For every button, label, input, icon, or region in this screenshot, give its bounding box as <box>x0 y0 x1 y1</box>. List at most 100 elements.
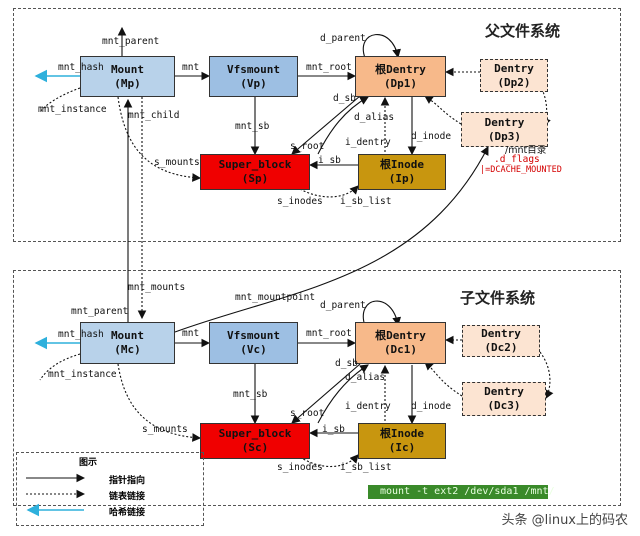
label-bot-mnt-mountpoint: mnt_mountpoint <box>235 292 316 303</box>
label-top-d-inode: d_inode <box>411 131 452 142</box>
node-dentry-dc2: Dentry (Dc2) <box>462 325 540 357</box>
edge-dp1-d-parent <box>362 34 401 59</box>
node-dc3-line1: Dentry <box>484 385 524 398</box>
edge-sc-dc1 <box>317 364 369 424</box>
label-bot-i-sb-list: i_sb_list <box>340 462 392 473</box>
label-bot-s-inodes: s_inodes <box>277 462 323 473</box>
label-bot-d-sb: d_sb <box>335 358 358 369</box>
node-dp3-line1: Dentry <box>484 115 525 129</box>
node-root-inode-ip: 根Inode (Ip) <box>358 154 446 190</box>
label-bot-d-alias: d_alias <box>345 372 386 383</box>
node-sc-line1: Super_block <box>218 427 292 440</box>
node-root-dentry-dp1: 根Dentry (Dp1) <box>355 56 446 97</box>
mount-command-banner: mount -t ext2 /dev/sda1 /mnt/ <box>368 485 555 499</box>
edge-dp3-dp1 <box>424 95 462 125</box>
edge-dp1-sp <box>291 95 361 155</box>
node-sc-line2: (Sc) <box>241 441 269 454</box>
label-top-mnt: mnt <box>182 62 200 73</box>
label-top-i-sb-list: i_sb_list <box>340 196 392 207</box>
node-dentry-dp2: Dentry (Dp2) <box>480 59 548 92</box>
node-super-block-sp: Super_block (Sp) <box>200 154 310 190</box>
node-ic-line1: 根Inode <box>379 427 425 440</box>
label-bot-mnt-mounts: mnt_mounts <box>128 282 186 293</box>
parent-fs-region <box>13 8 621 242</box>
label-top-d-alias: d_alias <box>354 112 395 123</box>
legend-title: 图示 <box>79 458 98 468</box>
label-bot-s-root: s_root <box>290 408 325 419</box>
legend-list-label: 链表链接 <box>109 492 146 502</box>
label-bot-mnt-root: mnt_root <box>306 328 352 339</box>
legend-pointer-label: 指针指向 <box>109 476 146 486</box>
label-bot-d-inode: d_inode <box>411 401 452 412</box>
node-vc-line2: (Vc) <box>240 343 267 356</box>
child-fs-title: 子文件系统 <box>460 289 536 307</box>
node-mp-line2: (Mp) <box>114 76 141 90</box>
label-top-s-mounts: s_mounts <box>154 157 200 168</box>
label-bot-i-sb: i_sb <box>322 424 345 435</box>
label-bot-mnt-hash: mnt_hash <box>58 329 104 340</box>
edge-sp-ip-list <box>299 185 359 198</box>
node-mp-line1: Mount <box>110 62 145 76</box>
node-mount-mp: Mount (Mp) <box>80 56 175 97</box>
node-root-dentry-dc1: 根Dentry (Dc1) <box>355 322 446 364</box>
node-dc1-line2: (Dc1) <box>383 343 418 356</box>
label-top-mnt-hash: mnt_hash <box>58 62 104 73</box>
node-dp2-line1: Dentry <box>494 61 534 75</box>
edge-mp-s-mounts <box>117 96 202 182</box>
node-vfsmount-vc: Vfsmount (Vc) <box>209 322 298 364</box>
node-dc2-line1: Dentry <box>481 327 521 340</box>
label-bot-mnt-parent: mnt_parent <box>71 306 129 317</box>
label-top-s-inodes: s_inodes <box>277 196 323 207</box>
node-mc-line2: (Mc) <box>114 343 141 356</box>
watermark: 头条 @linux上的码农 <box>501 513 628 528</box>
node-mc-line1: Mount <box>110 329 145 342</box>
edge-sp-dp1 <box>317 96 369 155</box>
node-ip-line2: (Ip) <box>388 172 416 185</box>
parent-fs-title: 父文件系统 <box>485 22 561 40</box>
edge-dc2-dc3 <box>539 351 554 399</box>
label-top-s-root: s_root <box>290 141 325 152</box>
node-dp2-line2: (Dp2) <box>497 75 531 89</box>
node-ip-line1: 根Inode <box>379 158 425 171</box>
node-dc3-line2: (Dc3) <box>487 399 521 412</box>
edge-dc3-dc1 <box>424 361 463 397</box>
label-top-mnt-child: mnt_child <box>128 110 180 121</box>
node-dp1-line2: (Dp1) <box>383 76 418 90</box>
label-top-mnt-sb: mnt_sb <box>235 121 270 132</box>
node-dp3-line2: (Dp3) <box>487 129 522 143</box>
label-top-d-parent: d_parent <box>320 33 366 44</box>
node-vp-line1: Vfsmount <box>227 62 280 76</box>
edge-sc-ic-list <box>299 454 359 468</box>
label-top-mnt-parent: mnt_parent <box>102 36 160 47</box>
label-top-d-sb: d_sb <box>333 93 356 104</box>
label-mnt-dir: /mnt目录 <box>505 145 547 156</box>
label-bot-mnt-instance: mnt_instance <box>48 369 117 380</box>
node-super-block-sc: Super_block (Sc) <box>200 423 310 459</box>
edge-mp-mnt-instance <box>39 87 81 113</box>
node-dp1-line1: 根Dentry <box>375 62 426 76</box>
node-sp-line1: Super_block <box>218 158 292 171</box>
label-bot-mnt: mnt <box>182 328 200 339</box>
node-ic-line2: (Ic) <box>388 441 416 454</box>
node-dentry-dp3: Dentry (Dp3) <box>461 112 548 147</box>
node-sp-line2: (Sp) <box>241 172 269 185</box>
node-dc2-line2: (Dc2) <box>484 341 518 354</box>
label-top-i-dentry: i_dentry <box>345 137 391 148</box>
label-bot-i-dentry: i_dentry <box>345 401 391 412</box>
label-top-mnt-instance: mnt_instance <box>38 104 107 115</box>
label-dcache-mounted: |=DCACHE_MOUNTED <box>480 165 562 175</box>
node-dentry-dc3: Dentry (Dc3) <box>462 382 546 416</box>
label-d-flags: .d_flags <box>494 154 540 165</box>
node-vc-line1: Vfsmount <box>227 329 280 342</box>
label-top-i-sb: i_sb <box>318 155 341 166</box>
node-mount-mc: Mount (Mc) <box>80 322 175 364</box>
legend: 图示 指针指向 链表链接 哈希链接 <box>16 452 204 526</box>
child-fs-region <box>13 270 621 506</box>
label-top-mnt-root: mnt_root <box>306 62 352 73</box>
label-bot-d-parent: d_parent <box>320 300 366 311</box>
edge-mc-mountpoint <box>174 146 489 333</box>
node-vfsmount-vp: Vfsmount (Vp) <box>209 56 298 97</box>
label-bot-mnt-sb: mnt_sb <box>233 389 268 400</box>
node-dc1-line1: 根Dentry <box>375 329 426 342</box>
